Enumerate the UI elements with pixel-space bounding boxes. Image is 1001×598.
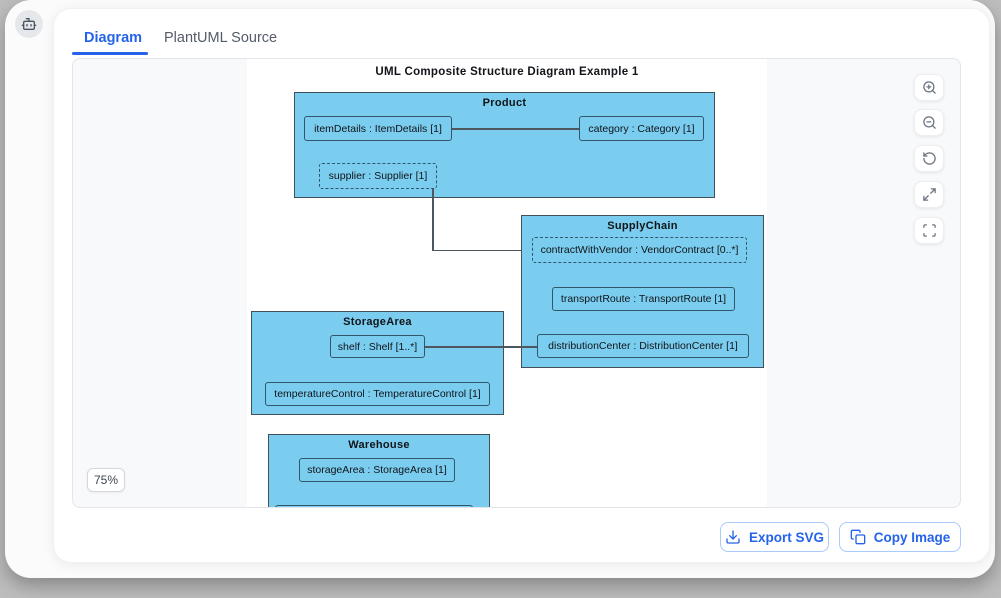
- uml-part-category: category : Category [1]: [579, 116, 704, 141]
- download-icon: [725, 529, 741, 545]
- uml-container-storagearea-title: StorageArea: [343, 316, 412, 328]
- active-tab-indicator: [72, 52, 148, 55]
- copy-icon: [850, 529, 866, 545]
- diagram-title: UML Composite Structure Diagram Example …: [375, 66, 639, 78]
- reset-view-icon: [922, 151, 937, 166]
- uml-part-contract-with-vendor: contractWithVendor : VendorContract [0..…: [532, 237, 747, 263]
- uml-container-supplychain-title: SupplyChain: [607, 220, 678, 232]
- uml-container-warehouse-title: Warehouse: [348, 439, 410, 451]
- export-svg-button[interactable]: Export SVG: [720, 522, 829, 552]
- zoom-out-icon: [922, 115, 937, 130]
- app-window: Diagram PlantUML Source UML Composite St…: [5, 0, 995, 578]
- connector-itemdetails-category: [452, 128, 579, 130]
- uml-part-supplier: supplier : Supplier [1]: [319, 163, 437, 189]
- uml-part-temperature-control: temperatureControl : TemperatureControl …: [265, 382, 490, 406]
- copy-image-label: Copy Image: [873, 529, 951, 545]
- zoom-out-button[interactable]: [914, 109, 944, 136]
- main-card: Diagram PlantUML Source UML Composite St…: [53, 8, 990, 563]
- zoom-level-badge: 75%: [87, 468, 125, 492]
- export-svg-label: Export SVG: [748, 529, 824, 545]
- uml-part-storage-area: storageArea : StorageArea [1]: [299, 458, 455, 482]
- expand-button[interactable]: [914, 181, 944, 208]
- uml-part-clipped: [275, 505, 473, 507]
- fullscreen-button[interactable]: [914, 217, 944, 244]
- tab-plantuml-source[interactable]: PlantUML Source: [164, 30, 278, 46]
- zoom-in-icon: [922, 80, 937, 95]
- robot-icon: [21, 16, 37, 32]
- connector-supplier-horizontal: [432, 249, 533, 251]
- reset-view-button[interactable]: [914, 145, 944, 172]
- connector-supplier-vertical: [432, 189, 434, 251]
- connector-shelf-distribution: [425, 346, 537, 348]
- assistant-button[interactable]: [15, 10, 43, 38]
- expand-icon: [922, 187, 937, 202]
- uml-part-item-details: itemDetails : ItemDetails [1]: [304, 116, 452, 141]
- zoom-in-button[interactable]: [914, 74, 944, 101]
- fullscreen-icon: [922, 223, 937, 238]
- tab-diagram[interactable]: Diagram: [84, 30, 143, 46]
- diagram-viewport: UML Composite Structure Diagram Example …: [72, 58, 961, 508]
- uml-container-product-title: Product: [482, 97, 527, 109]
- diagram-canvas[interactable]: UML Composite Structure Diagram Example …: [247, 59, 767, 507]
- uml-part-distribution-center: distributionCenter : DistributionCenter …: [537, 334, 749, 358]
- uml-part-transport-route: transportRoute : TransportRoute [1]: [552, 287, 735, 311]
- copy-image-button[interactable]: Copy Image: [839, 522, 961, 552]
- uml-part-shelf: shelf : Shelf [1..*]: [330, 335, 425, 358]
